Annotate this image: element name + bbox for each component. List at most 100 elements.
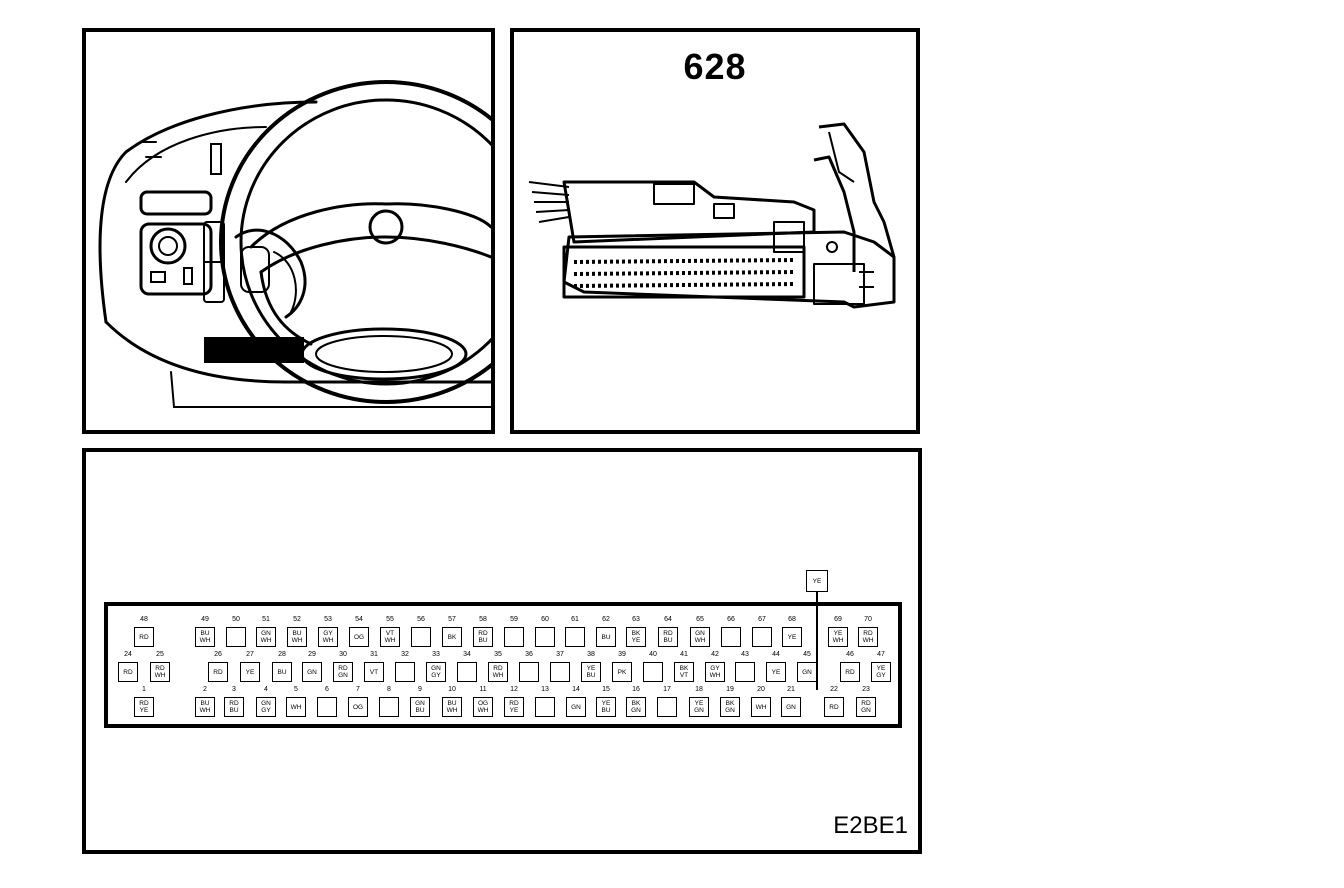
pin-67 (752, 627, 772, 647)
pin-number: 62 (602, 616, 610, 623)
pin-number: 43 (741, 651, 749, 658)
pin-wire-color: BK (725, 700, 735, 707)
pin-68: YE (782, 627, 802, 647)
pin-wire-color: GN (786, 703, 796, 711)
pin-number: 9 (418, 686, 422, 693)
pin-number: 61 (571, 616, 579, 623)
pin-wire-color: BU (200, 630, 210, 637)
pin-wire-color: VT (385, 630, 395, 637)
pin-number: 14 (572, 686, 580, 693)
pin-wire-color: RD (829, 703, 839, 711)
pin-wire-color: WH (446, 707, 458, 714)
pin-number: 8 (387, 686, 391, 693)
pin-31: VT (364, 662, 384, 682)
pin-wire-color: GN (725, 707, 735, 714)
pin-number: 59 (510, 616, 518, 623)
pin-number: 51 (262, 616, 270, 623)
pin-number: 30 (339, 651, 347, 658)
pin-number: 2 (203, 686, 207, 693)
pin-wire-color: RD (861, 700, 871, 707)
pin-number: 57 (448, 616, 456, 623)
pin-wire-color: BU (586, 672, 596, 679)
pin-46: RD (840, 662, 860, 682)
pin-wire-color: RD (123, 668, 133, 676)
pin-wire-color: BU (277, 668, 287, 676)
pin-number: 36 (525, 651, 533, 658)
pin-number: 49 (201, 616, 209, 623)
pin-wire-color: BU (601, 633, 611, 641)
pin-wire-color: YE (876, 665, 886, 672)
pin-number: 67 (758, 616, 766, 623)
pin-number: 4 (264, 686, 268, 693)
pin-wire-color: BU (415, 707, 425, 714)
pin-number: 13 (541, 686, 549, 693)
pin-number: 25 (156, 651, 164, 658)
pin-number: 69 (834, 616, 842, 623)
pin-wire-color: RD (509, 700, 519, 707)
pin-number: 11 (479, 686, 487, 693)
pin-wire-color: YE (631, 637, 641, 644)
dashboard-illustration (98, 80, 491, 408)
pin-number: 55 (386, 616, 394, 623)
pin-wire-color: WH (154, 672, 166, 679)
pin-wire-color: GY (431, 672, 441, 679)
pin-wire-color: YE (586, 665, 596, 672)
pin-number: 5 (294, 686, 298, 693)
pin-34 (457, 662, 477, 682)
pin-number: 35 (494, 651, 502, 658)
pin-57: BK (442, 627, 462, 647)
pin-37 (550, 662, 570, 682)
pin-wire-color: YE (139, 707, 149, 714)
pin-45: GN (797, 662, 817, 682)
pin-number: 15 (602, 686, 610, 693)
pin-number: 48 (140, 616, 148, 623)
pin-wire-color: OG (477, 700, 489, 707)
pin-7: OG (348, 697, 368, 717)
pin-number: 65 (696, 616, 704, 623)
pin-wire-color: GY (876, 672, 886, 679)
pin-number: 40 (649, 651, 657, 658)
pin-wire-color: WH (384, 637, 396, 644)
pin-wire-color: WH (199, 637, 211, 644)
pin-number: 42 (711, 651, 719, 658)
pin-wire-color: WH (290, 703, 302, 711)
pin-number: 66 (727, 616, 735, 623)
pin-wire-color: BU (292, 630, 302, 637)
extra-wire-box: YE (806, 570, 828, 592)
pin-56 (411, 627, 431, 647)
pin-number: 33 (432, 651, 440, 658)
pin-8 (379, 697, 399, 717)
pin-wire-color: GN (631, 707, 641, 714)
pin-number: 1 (142, 686, 146, 693)
pin-6 (317, 697, 337, 717)
pin-number: 18 (695, 686, 703, 693)
pin-44: YE (766, 662, 786, 682)
connector-illustration (528, 122, 896, 309)
pin-17 (657, 697, 677, 717)
pin-wire-color: BU (601, 707, 611, 714)
pin-54: OG (349, 627, 369, 647)
pin-wire-color: VT (679, 672, 689, 679)
pin-number: 7 (356, 686, 360, 693)
pin-number: 31 (370, 651, 378, 658)
pin-wire-color: WH (199, 707, 211, 714)
pin-number: 6 (325, 686, 329, 693)
pin-48: RD (134, 627, 154, 647)
pin-wire-color: YE (771, 668, 781, 676)
pin-wire-color: WH (832, 637, 844, 644)
